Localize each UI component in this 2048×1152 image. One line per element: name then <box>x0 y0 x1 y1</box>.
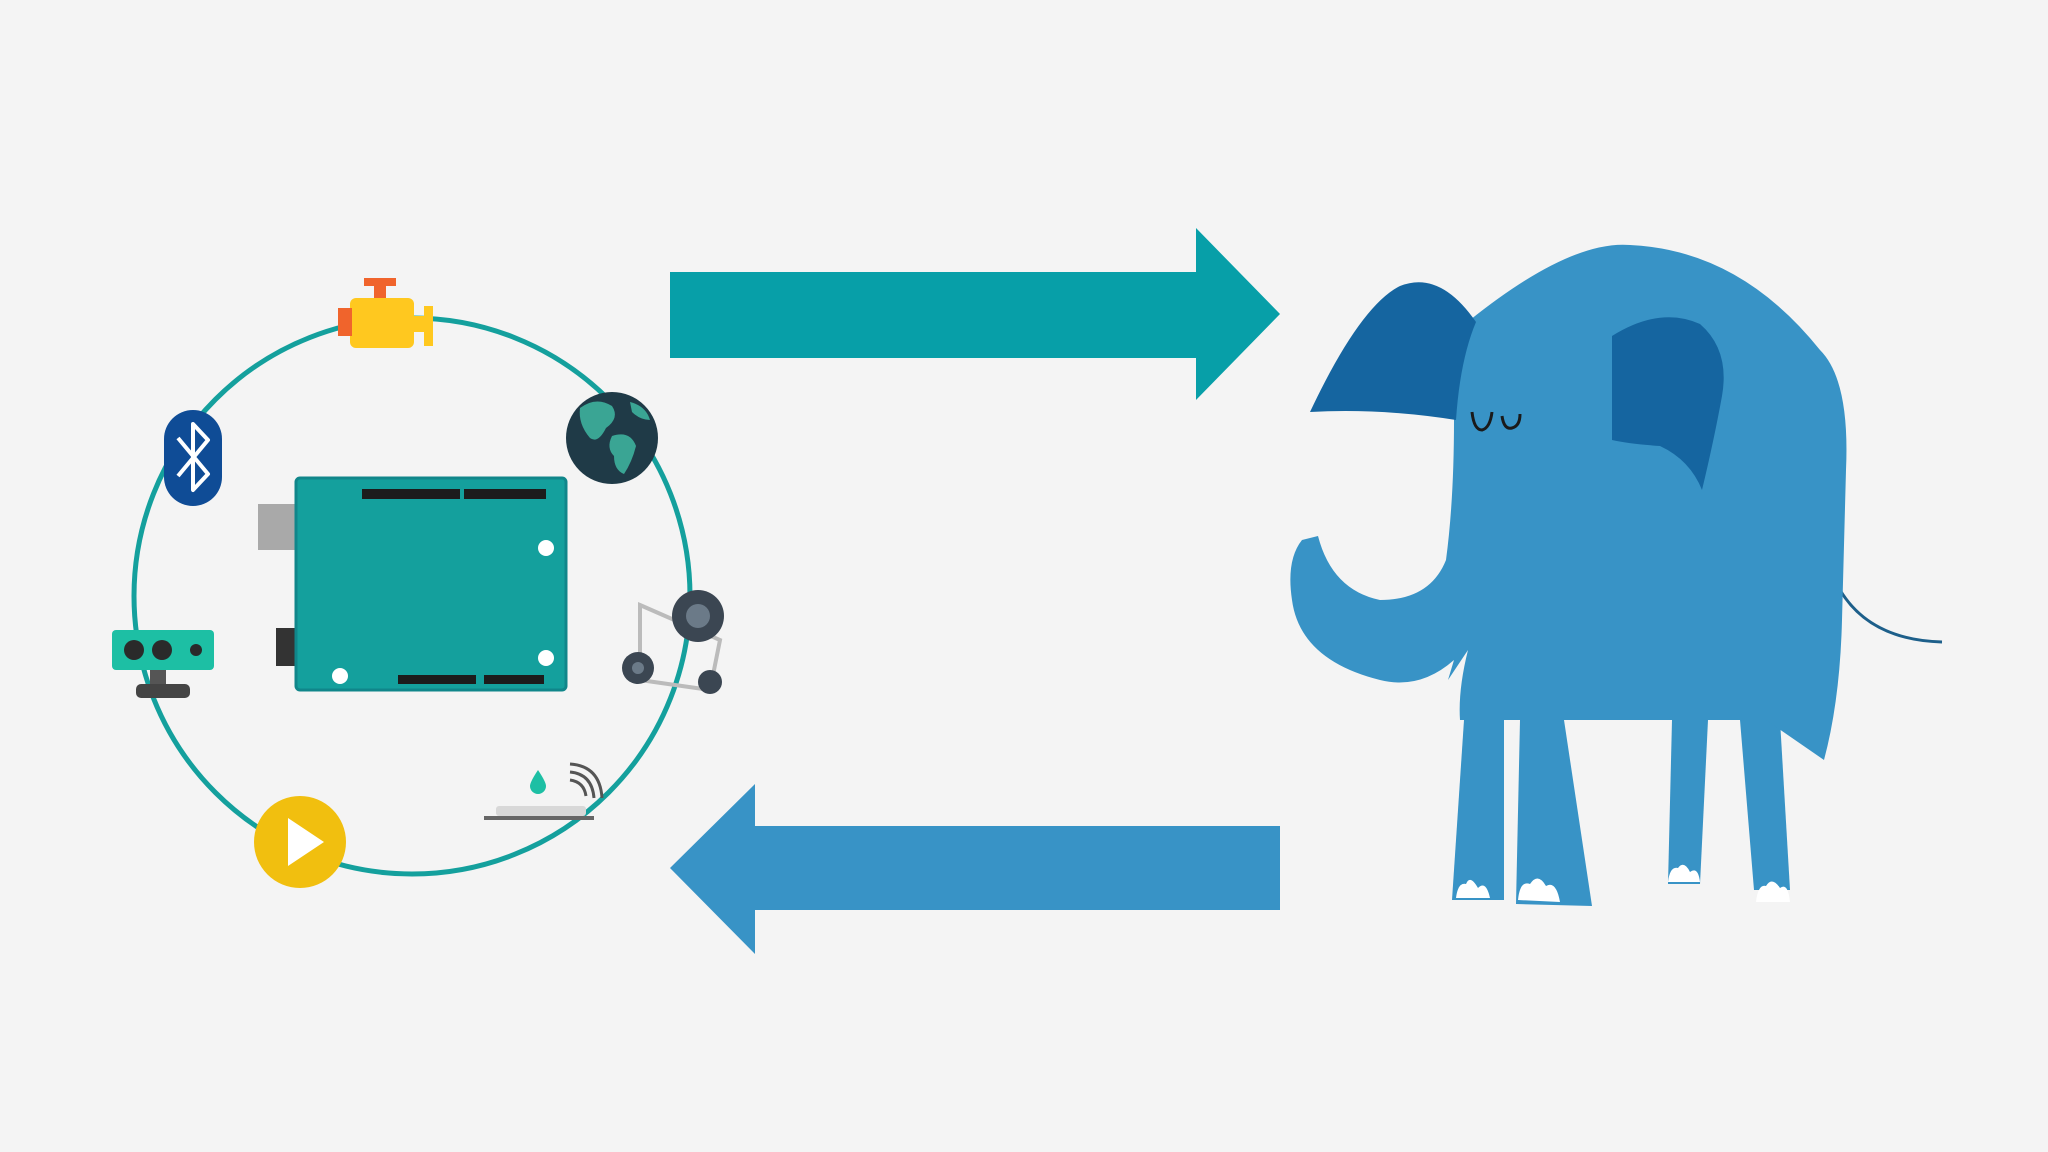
motor-belt-icon <box>622 590 724 694</box>
microcontroller-board-icon <box>258 476 568 692</box>
arrow-right <box>670 228 1280 400</box>
bluetooth-icon <box>164 410 222 506</box>
globe-icon <box>566 392 658 484</box>
moisture-sensor-icon <box>484 762 604 820</box>
engine-icon <box>338 278 433 348</box>
elephant-mascot-icon <box>1290 244 1943 906</box>
arrow-left <box>670 784 1280 954</box>
ultrasonic-sensor-icon <box>112 630 214 698</box>
play-icon <box>254 796 346 888</box>
